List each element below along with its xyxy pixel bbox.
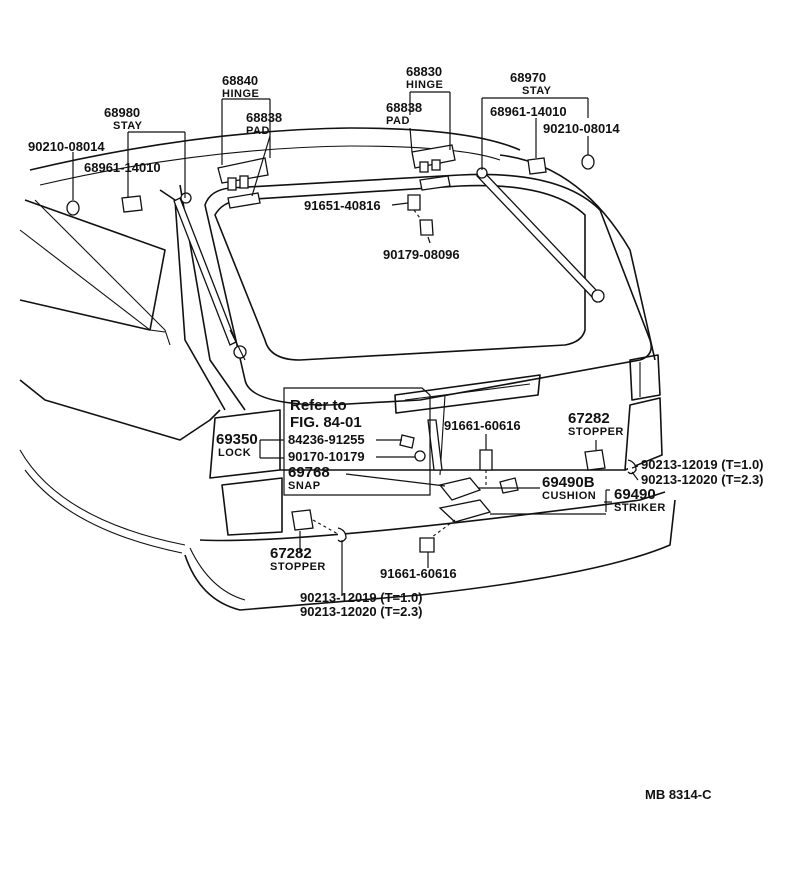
stay-left-strut <box>173 192 247 361</box>
label-stopper-left-number: 67282 <box>270 545 312 562</box>
hinge-left-shape <box>217 157 269 209</box>
bolts-and-washers <box>66 154 637 553</box>
label-striker-name: STRIKER <box>614 502 666 514</box>
label-pad-right-name: PAD <box>386 115 410 127</box>
label-hinge-left-number: 68840 <box>222 73 258 88</box>
label-hinge-left-name: HINGE <box>222 88 259 100</box>
label-hinge-right-number: 68830 <box>406 64 442 79</box>
diagram-code: MB 8314-C <box>645 787 712 802</box>
label-lock-part-b: 90170-10179 <box>288 449 365 464</box>
label-stopper-right-name: STOPPER <box>568 426 624 438</box>
label-stopper-left-name: STOPPER <box>270 561 326 573</box>
label-washer-right: 90210-08014 <box>543 121 620 136</box>
label-shim-left-b: 90213-12020 (T=2.3) <box>300 604 423 619</box>
label-cushion-name: CUSHION <box>542 490 596 502</box>
label-washer-left: 90210-08014 <box>28 139 105 154</box>
stay-right-strut <box>476 167 605 303</box>
label-stay-right-name: STAY <box>522 85 552 97</box>
label-pad-right-number: 68838 <box>386 100 422 115</box>
label-refer-line1: Refer to <box>290 397 347 414</box>
label-stopper-right-number: 67282 <box>568 410 610 427</box>
label-bolt-stay-right: 68961-14010 <box>490 104 567 119</box>
label-nut-hinge: 90179-08096 <box>383 247 460 262</box>
label-shim-right-a: 90213-12019 (T=1.0) <box>641 457 764 472</box>
part-labels: 68980 STAY 90210-08014 68961-14010 68840… <box>28 64 764 802</box>
label-snap-name: SNAP <box>288 480 321 492</box>
hinge-right-shape <box>411 144 456 191</box>
label-bolt-striker: 91661-60616 <box>380 566 457 581</box>
label-striker-number: 69490 <box>614 486 656 503</box>
label-bolt-lock: 91661-60616 <box>444 418 521 433</box>
label-lock-number: 69350 <box>216 431 258 448</box>
label-hinge-right-name: HINGE <box>406 79 443 91</box>
label-bolt-stay-left: 68961-14010 <box>84 160 161 175</box>
label-refer-line2: FIG. 84-01 <box>290 414 362 431</box>
label-pad-left-number: 68838 <box>246 110 282 125</box>
refer-box <box>283 387 431 496</box>
label-snap-number: 69768 <box>288 464 330 481</box>
label-stay-left-number: 68980 <box>104 105 140 120</box>
label-shim-right-b: 90213-12020 (T=2.3) <box>641 472 764 487</box>
leader-lines <box>72 91 639 596</box>
label-stay-left-name: STAY <box>113 120 143 132</box>
label-lock-name: LOCK <box>218 447 251 459</box>
label-shim-left-a: 90213-12019 (T=1.0) <box>300 590 423 605</box>
label-cushion-number: 69490B <box>542 474 595 491</box>
label-pad-left-name: PAD <box>246 125 270 137</box>
label-bolt-hinge: 91651-40816 <box>304 198 381 213</box>
label-lock-part-a: 84236-91255 <box>288 432 365 447</box>
label-stay-right-number: 68970 <box>510 70 546 85</box>
